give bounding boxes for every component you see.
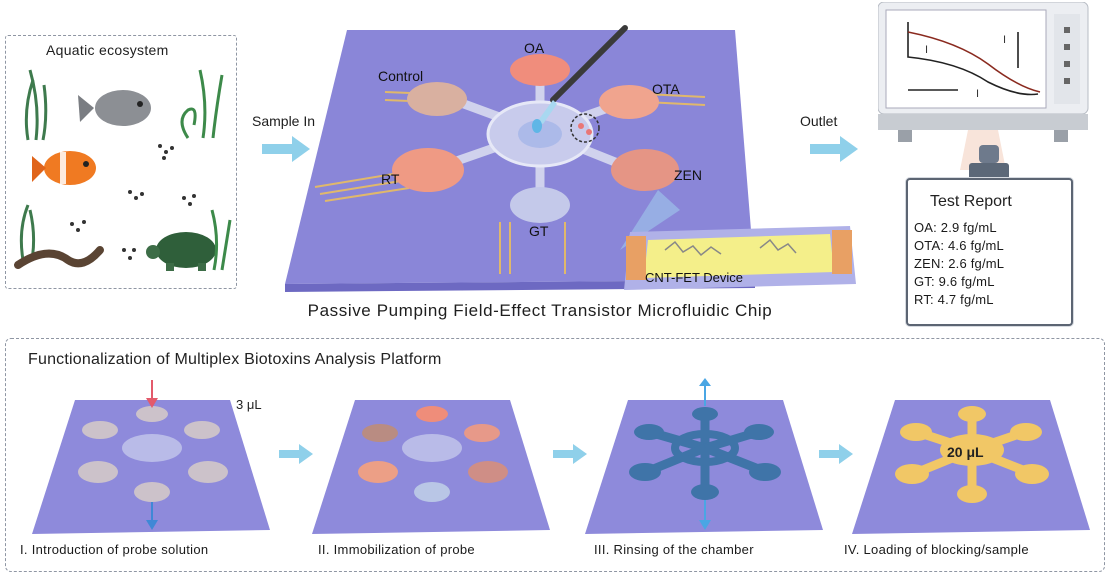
monitor-label-top: I [1003, 34, 1007, 46]
label-zen: ZEN [674, 167, 702, 183]
report-line-zen: ZEN: 2.6 fg/mL [914, 256, 1005, 271]
monitor-label-left: I [925, 44, 929, 56]
cnt-fet-inset [620, 190, 856, 290]
step-1-chip [32, 380, 270, 534]
step-1-volume: 3 μL [236, 397, 262, 412]
sample-in-label: Sample In [252, 113, 316, 129]
report-line-rt: RT: 4.7 fg/mL [914, 292, 994, 307]
report-line-ota: OTA: 4.6 fg/mL [914, 238, 1004, 253]
report-line-gt: GT: 9.6 fg/mL [914, 274, 995, 289]
clown-fish [32, 151, 96, 185]
label-oa: OA [524, 40, 545, 56]
chamber-gt [510, 187, 570, 223]
chip-caption: Passive Pumping Field-Effect Transistor … [307, 301, 773, 320]
ecosystem-panel [5, 35, 237, 289]
monitor-instrument [878, 2, 1089, 170]
outlet-arrow [810, 136, 858, 162]
functionalization-panel [5, 338, 1105, 572]
seaweed-top-left [24, 69, 48, 141]
chamber-rt [392, 148, 464, 192]
sample-in-arrow [262, 136, 310, 162]
chamber-ota [599, 85, 659, 119]
chamber-zen [611, 149, 679, 191]
step-4-label: IV. Loading of blocking/sample [844, 542, 1029, 557]
label-cnt-fet-device: CNT-FET Device [645, 270, 743, 285]
chamber-oa [510, 54, 570, 86]
step-1-label: I. Introduction of probe solution [20, 542, 209, 557]
eel [14, 246, 104, 269]
step-4-chip [852, 400, 1090, 534]
seaweed-bottom-right [210, 209, 232, 271]
monitor-label-bottom: I [976, 88, 980, 100]
step-3-chip [585, 378, 823, 534]
test-report-title: Test Report [930, 193, 1012, 210]
ecosystem-illustration [14, 69, 232, 271]
label-ota: OTA [652, 81, 680, 97]
outlet-label: Outlet [800, 113, 838, 129]
ecosystem-title: Aquatic ecosystem [46, 42, 169, 58]
test-report-card [906, 178, 1073, 326]
chamber-control [407, 82, 467, 116]
step-3-label: III. Rinsing of the chamber [594, 542, 754, 557]
step-2-chip [312, 400, 550, 534]
step-arrow-3 [819, 444, 853, 464]
report-line-oa: OA: 2.9 fg/mL [914, 220, 997, 235]
seaweed-right [180, 69, 224, 139]
step-4-volume: 20 μL [947, 444, 984, 460]
clipboard-clip-icon [969, 145, 1009, 181]
zoom-circle [570, 113, 600, 143]
label-control: Control [378, 68, 424, 84]
microfluidic-chip [285, 25, 755, 292]
functionalization-title: Functionalization of Multiplex Biotoxins… [28, 351, 442, 368]
step-2-label: II. Immobilization of probe [318, 542, 475, 557]
step-arrow-2 [553, 444, 587, 464]
step-arrow-1 [279, 444, 313, 464]
seaweed-bottom-left [19, 204, 36, 261]
label-gt: GT [529, 223, 549, 239]
turtle [146, 232, 216, 271]
label-rt: RT [381, 171, 400, 187]
grey-fish [78, 90, 151, 126]
toxin-particles [70, 144, 196, 260]
pipette-icon [532, 25, 628, 133]
